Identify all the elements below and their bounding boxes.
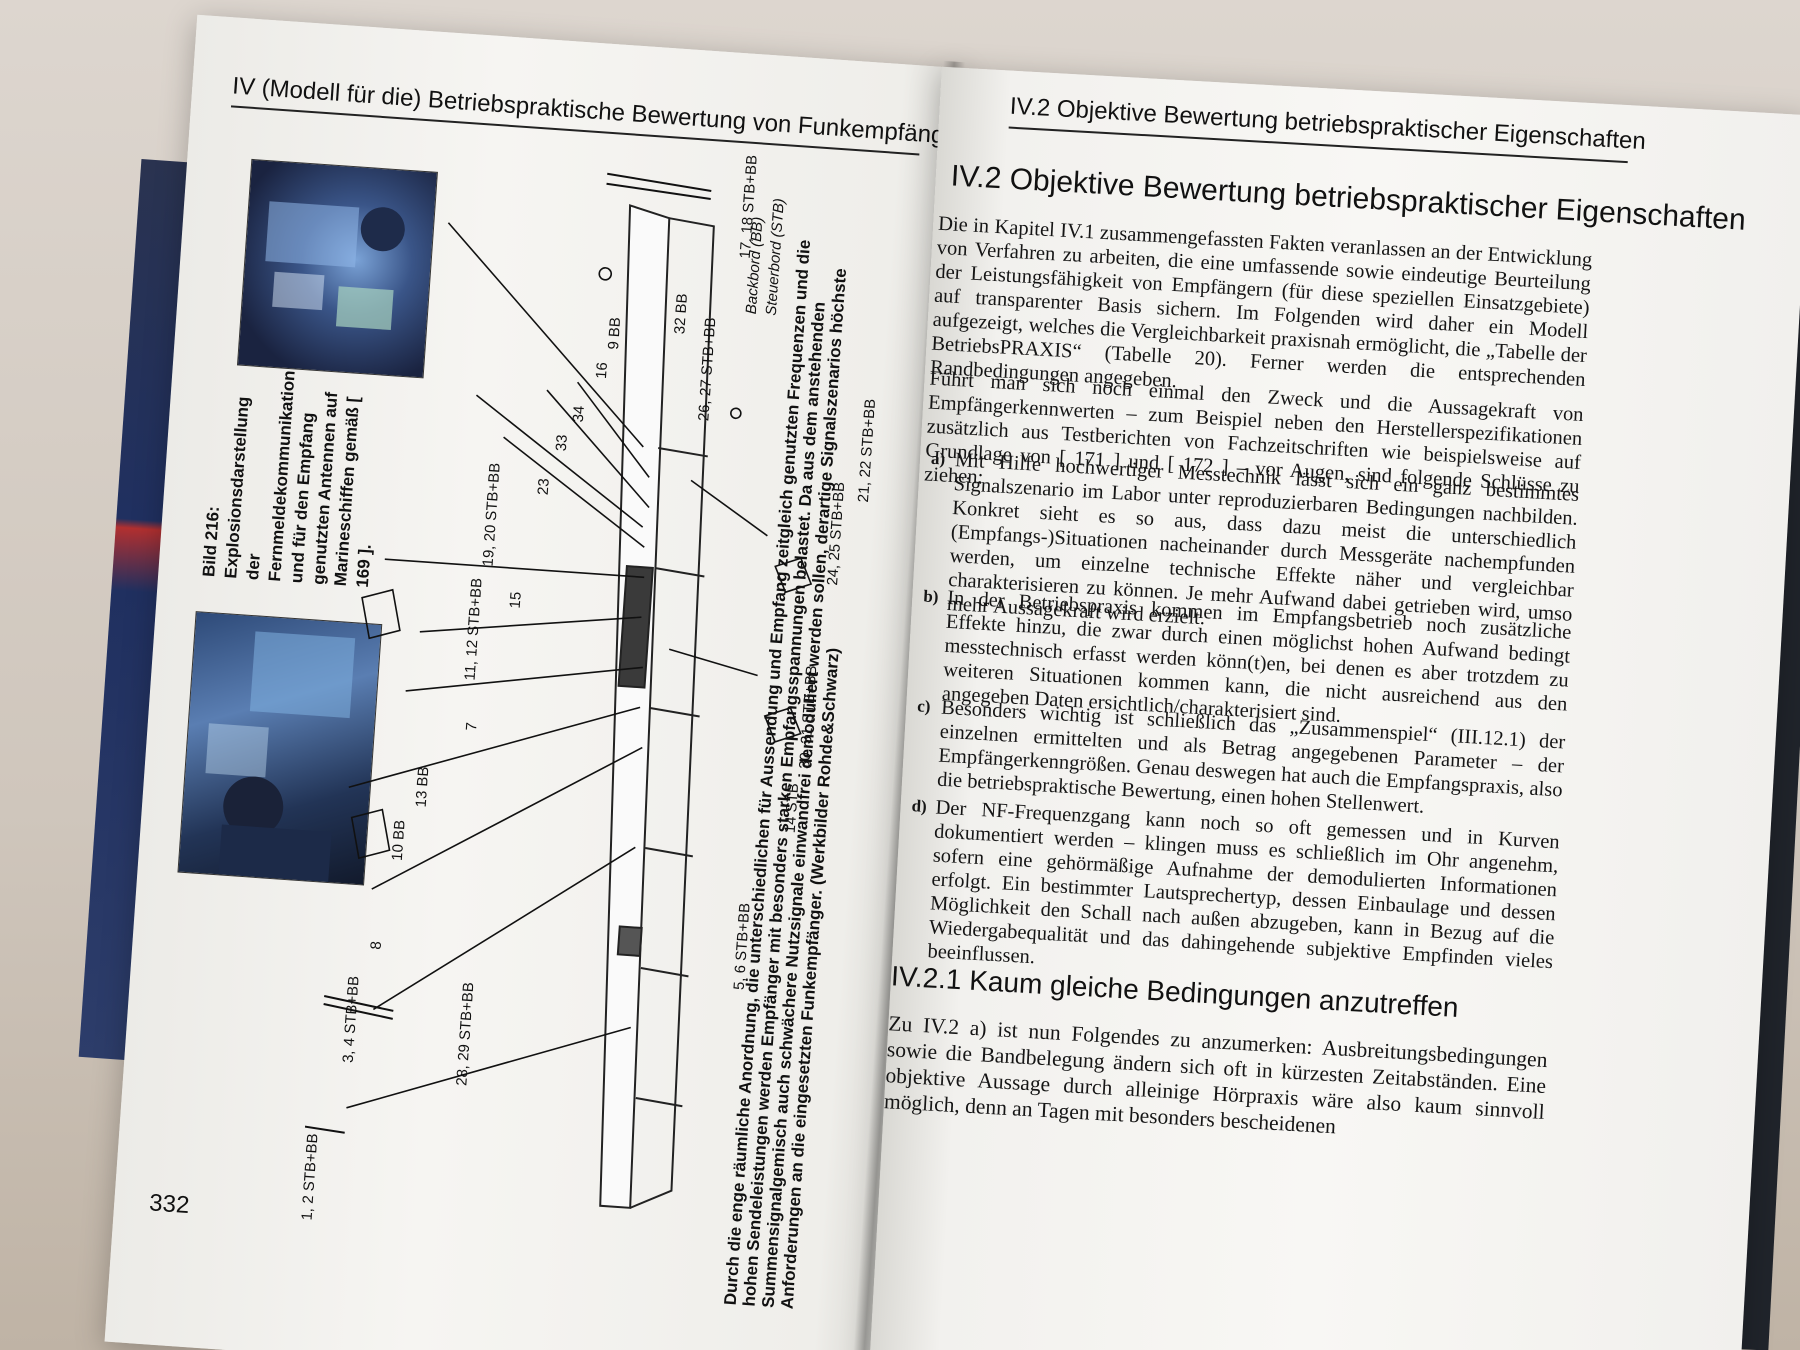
whip-antennas <box>299 172 712 1134</box>
ship-label-34: 34 <box>569 405 588 423</box>
bridge-photo-top <box>236 158 438 379</box>
list-label-d: d) <box>911 796 928 817</box>
antenna-leader-lines <box>346 222 768 1109</box>
ship-antenna-diagram <box>299 172 813 1209</box>
left-page: IV (Modell für die) Betriebspraktische B… <box>104 14 966 1350</box>
ship-label-7: 7 <box>463 721 481 732</box>
antenna-symbols <box>350 267 813 860</box>
ship-label-33: 33 <box>552 433 571 452</box>
console-illustration <box>265 201 405 331</box>
operator-illustration <box>205 631 356 883</box>
right-running-head: IV.2 Objektive Bewertung betriebspraktis… <box>1009 92 1647 156</box>
list-label-a: a) <box>930 448 946 469</box>
ship-hull <box>599 204 715 1209</box>
ship-label-13: 13 BB <box>412 765 433 808</box>
bridge-photo-bottom <box>177 611 383 886</box>
ship-label-23: 23 <box>534 477 553 496</box>
right-page: IV.2 Objektive Bewertung betriebspraktis… <box>869 66 1800 1350</box>
ship-label-8: 8 <box>367 940 386 951</box>
ship-label-9: 9 BB <box>605 316 625 351</box>
left-page-number: 332 <box>148 1189 191 1220</box>
third-paragraph: Zu IV.2 a) ist nun Folgendes zu anzumerk… <box>883 1011 1549 1139</box>
ship-label-32: 32 BB <box>671 292 692 335</box>
ship-label-1-2: 1, 2 STB+BB <box>298 1132 322 1221</box>
list-label-c: c) <box>916 696 931 717</box>
list-label-b: b) <box>922 586 940 607</box>
ship-label-10: 10 BB <box>388 819 409 862</box>
ship-label-15: 15 <box>506 591 525 609</box>
ship-label-16: 16 <box>592 361 612 380</box>
